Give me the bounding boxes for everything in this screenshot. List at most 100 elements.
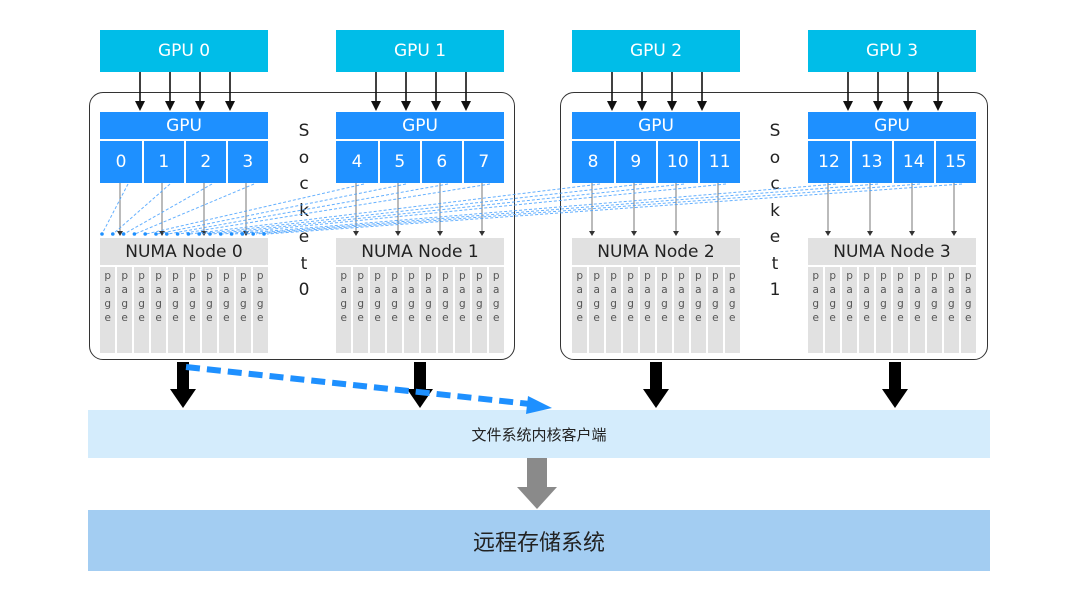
page-letter: a xyxy=(442,284,449,296)
page-letter: a xyxy=(459,284,466,296)
fs-to-remote-arrow-shaft xyxy=(527,458,547,488)
page-letter: g xyxy=(880,298,887,310)
fs-to-remote-arrowhead xyxy=(517,487,557,509)
page-letter: a xyxy=(644,284,651,296)
page-letter: g xyxy=(593,298,600,310)
page-letter: g xyxy=(661,298,668,310)
page-letter: a xyxy=(340,284,347,296)
page-letter: e xyxy=(391,312,398,324)
page-letter: p xyxy=(576,270,584,282)
page-letter: g xyxy=(357,298,364,310)
gpu-cell-0: 0 xyxy=(100,141,142,183)
numa-to-fs-arrowhead xyxy=(170,389,196,408)
page-letter: g xyxy=(728,298,736,310)
gpu-2-box: GPU 2 xyxy=(572,30,740,72)
numa-to-fs-arrow-shaft xyxy=(650,362,662,390)
page-letter: e xyxy=(189,312,196,324)
page-letter: g xyxy=(964,298,972,310)
socket-letter: k xyxy=(770,200,780,221)
numa-node-1-header: NUMA Node 1 xyxy=(336,238,504,265)
page-letter: a xyxy=(172,284,179,296)
remote-storage-label: 远程存储系统 xyxy=(472,530,605,556)
socket-letter: c xyxy=(770,174,780,194)
gpu-bar-label: GPU xyxy=(638,115,674,136)
page-letter: a xyxy=(155,284,162,296)
page-letter: e xyxy=(223,312,230,324)
page-letter: a xyxy=(661,284,668,296)
page-letter: p xyxy=(391,270,398,282)
page-letter: p xyxy=(459,270,466,282)
page-letter: g xyxy=(644,298,651,310)
page-letter: e xyxy=(340,312,347,324)
page-letter: p xyxy=(357,270,364,282)
page-letter: p xyxy=(256,270,264,282)
page-letter: e xyxy=(812,312,819,324)
page-letter: g xyxy=(442,298,449,310)
page-letter: a xyxy=(138,284,145,296)
page-letter: e xyxy=(897,312,904,324)
page-letter: g xyxy=(914,298,921,310)
page-letter: p xyxy=(442,270,449,282)
page-letter: e xyxy=(442,312,449,324)
page-letter: e xyxy=(914,312,921,324)
page-letter: e xyxy=(593,312,600,324)
gpu-cell-10: 10 xyxy=(657,141,698,183)
numa-node-3-header: NUMA Node 3 xyxy=(808,238,976,265)
page-letter: a xyxy=(391,284,398,296)
page-letter: g xyxy=(863,298,870,310)
page-letter: a xyxy=(846,284,853,296)
gpu-cell-5: 5 xyxy=(379,141,420,183)
page-letter: p xyxy=(340,270,348,282)
page-letter: a xyxy=(695,284,702,296)
gpu-cell-6: 6 xyxy=(421,141,462,183)
page-letter: a xyxy=(729,284,736,296)
page-letter: a xyxy=(931,284,938,296)
page-letter: g xyxy=(223,298,230,310)
socket-letter: 0 xyxy=(298,280,310,300)
page-letter: a xyxy=(493,284,500,296)
page-letter: e xyxy=(729,312,736,324)
page-letter: a xyxy=(576,284,583,296)
gpu-1-box: GPU 1 xyxy=(336,30,504,72)
page-letter: g xyxy=(459,298,466,310)
page-letter: a xyxy=(425,284,432,296)
page-letter: p xyxy=(138,270,145,282)
page-letter: e xyxy=(829,312,836,324)
numa-to-fs-arrowhead xyxy=(882,389,908,408)
page-letter: g xyxy=(947,298,955,310)
page-letter: g xyxy=(189,298,196,310)
page-letter: e xyxy=(678,312,685,324)
page-letter: a xyxy=(627,284,634,296)
page-letter: g xyxy=(425,298,432,310)
page-letter: p xyxy=(829,270,836,282)
page-letter: e xyxy=(846,312,853,324)
page-letter: e xyxy=(627,312,634,324)
gpu-cell-11: 11 xyxy=(699,141,740,183)
page-letter: g xyxy=(239,298,247,310)
page-letter: e xyxy=(257,312,264,324)
gpu-bar-3: GPU xyxy=(808,112,976,139)
